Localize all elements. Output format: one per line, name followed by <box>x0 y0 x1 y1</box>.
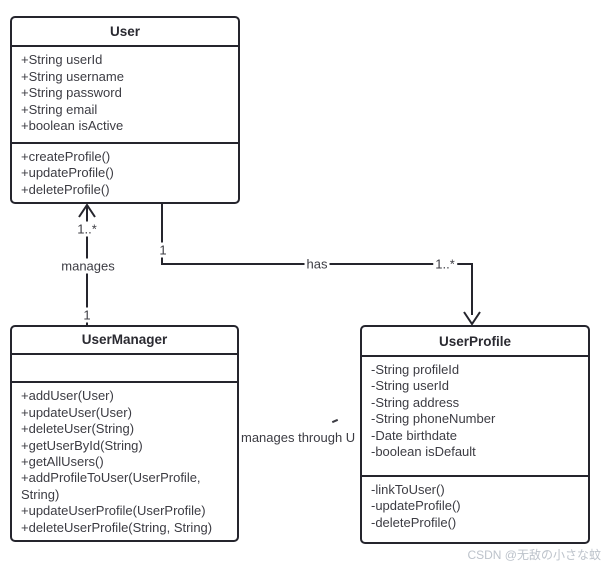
attribute-row: -String phoneNumber <box>371 411 496 427</box>
has-relation-line <box>471 263 473 315</box>
arrowhead-up-icon <box>78 204 96 218</box>
methods-section: +addUser(User) +updateUser(User) +delete… <box>12 381 237 540</box>
method-row: +addUser(User) <box>21 388 114 404</box>
attribute-row: +String username <box>21 68 124 84</box>
attribute-row: -boolean isDefault <box>371 444 476 460</box>
has-relation-line <box>161 204 163 264</box>
attribute-row: -String profileId <box>371 362 460 377</box>
class-box-userprofile: UserProfile -String profileId -String us… <box>360 325 590 544</box>
method-row: -linkToUser() <box>371 482 445 497</box>
attribute-row: +String userId <box>21 52 103 68</box>
watermark-text: CSDN @无敌の小さな蚊 <box>467 548 601 562</box>
method-row: +getAllUsers() <box>21 453 104 469</box>
method-row: -updateProfile() <box>371 498 461 514</box>
attribute-row: +String email <box>21 101 98 117</box>
method-row: +addProfileToUser(UserProfile, String) <box>21 470 201 502</box>
method-row: +deleteUserProfile(String, String) <box>21 519 213 535</box>
class-box-usermanager: UserManager +addUser(User) +updateUser(U… <box>10 325 239 542</box>
multiplicity-label: 1..* <box>75 221 99 237</box>
multiplicity-label: 1 <box>81 307 93 323</box>
class-title: UserProfile <box>362 327 588 357</box>
attribute-row: -String userId <box>371 378 450 394</box>
method-row: +deleteProfile() <box>21 181 110 197</box>
attributes-section: -String profileId -String userId -String… <box>362 357 588 475</box>
methods-section: +createProfile() +updateProfile() +delet… <box>12 141 238 202</box>
class-title: User <box>12 18 238 48</box>
method-row: +deleteUser(String) <box>21 421 135 437</box>
method-row: +updateUser(User) <box>21 404 132 420</box>
method-row: +getUserById(String) <box>21 437 143 453</box>
method-row: +updateUserProfile(UserProfile) <box>21 503 206 519</box>
attributes-section-empty <box>12 355 237 382</box>
multiplicity-label: 1..* <box>433 256 457 272</box>
method-row: -deleteProfile() <box>371 514 457 530</box>
attribute-row: +boolean isActive <box>21 118 124 134</box>
relation-label: manages <box>59 258 117 274</box>
relation-label: has <box>304 256 330 272</box>
attributes-section: +String userId +String username +String … <box>12 47 238 141</box>
attribute-row: -String address <box>371 394 460 410</box>
arrowhead-down-icon <box>463 311 481 325</box>
multiplicity-label: 1 <box>157 242 169 258</box>
attribute-row: +String password <box>21 85 122 101</box>
attribute-row: -Date birthdate <box>371 427 457 443</box>
dash-mark <box>331 418 339 424</box>
methods-section: -linkToUser() -updateProfile() -deletePr… <box>362 475 588 542</box>
class-box-user: User +String userId +String username +St… <box>10 16 240 204</box>
method-row: +createProfile() <box>21 148 111 164</box>
class-title: UserManager <box>12 327 237 355</box>
partial-relation-label: manages through U <box>241 430 356 445</box>
method-row: +updateProfile() <box>21 165 114 181</box>
